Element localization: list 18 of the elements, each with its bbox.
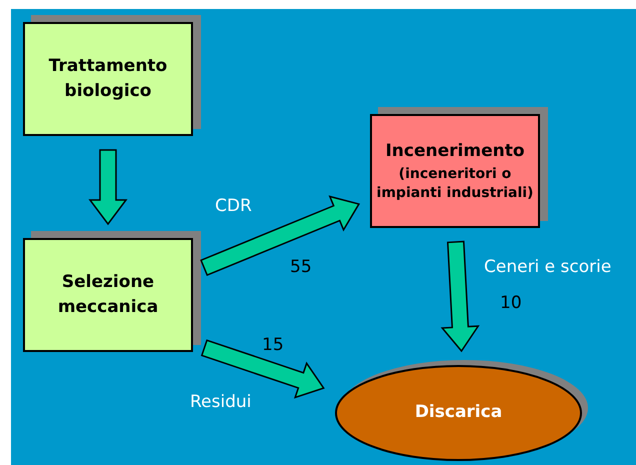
block-arrow bbox=[440, 240, 480, 352]
edge-label: Ceneri e scorie bbox=[484, 257, 612, 277]
quantity-label: 15 bbox=[262, 335, 284, 355]
edge-label: CDR bbox=[215, 196, 252, 216]
node-title: Discarica bbox=[414, 401, 502, 424]
node-subtitle: (inceneritori o impianti industriali) bbox=[376, 164, 534, 203]
block-arrow bbox=[88, 149, 128, 226]
quantity-label: 55 bbox=[290, 257, 312, 277]
block-arrow bbox=[200, 339, 325, 399]
quantity-label: 10 bbox=[500, 293, 522, 313]
node-title: Trattamento biologico bbox=[48, 54, 168, 103]
node-title: Incenerimento bbox=[385, 140, 525, 164]
process-box bbox=[23, 238, 193, 352]
block-arrow bbox=[200, 195, 360, 276]
node-title: Selezione meccanica bbox=[56, 270, 160, 319]
process-box bbox=[23, 22, 193, 136]
process-box bbox=[370, 114, 540, 228]
edge-label: Residui bbox=[190, 392, 252, 412]
